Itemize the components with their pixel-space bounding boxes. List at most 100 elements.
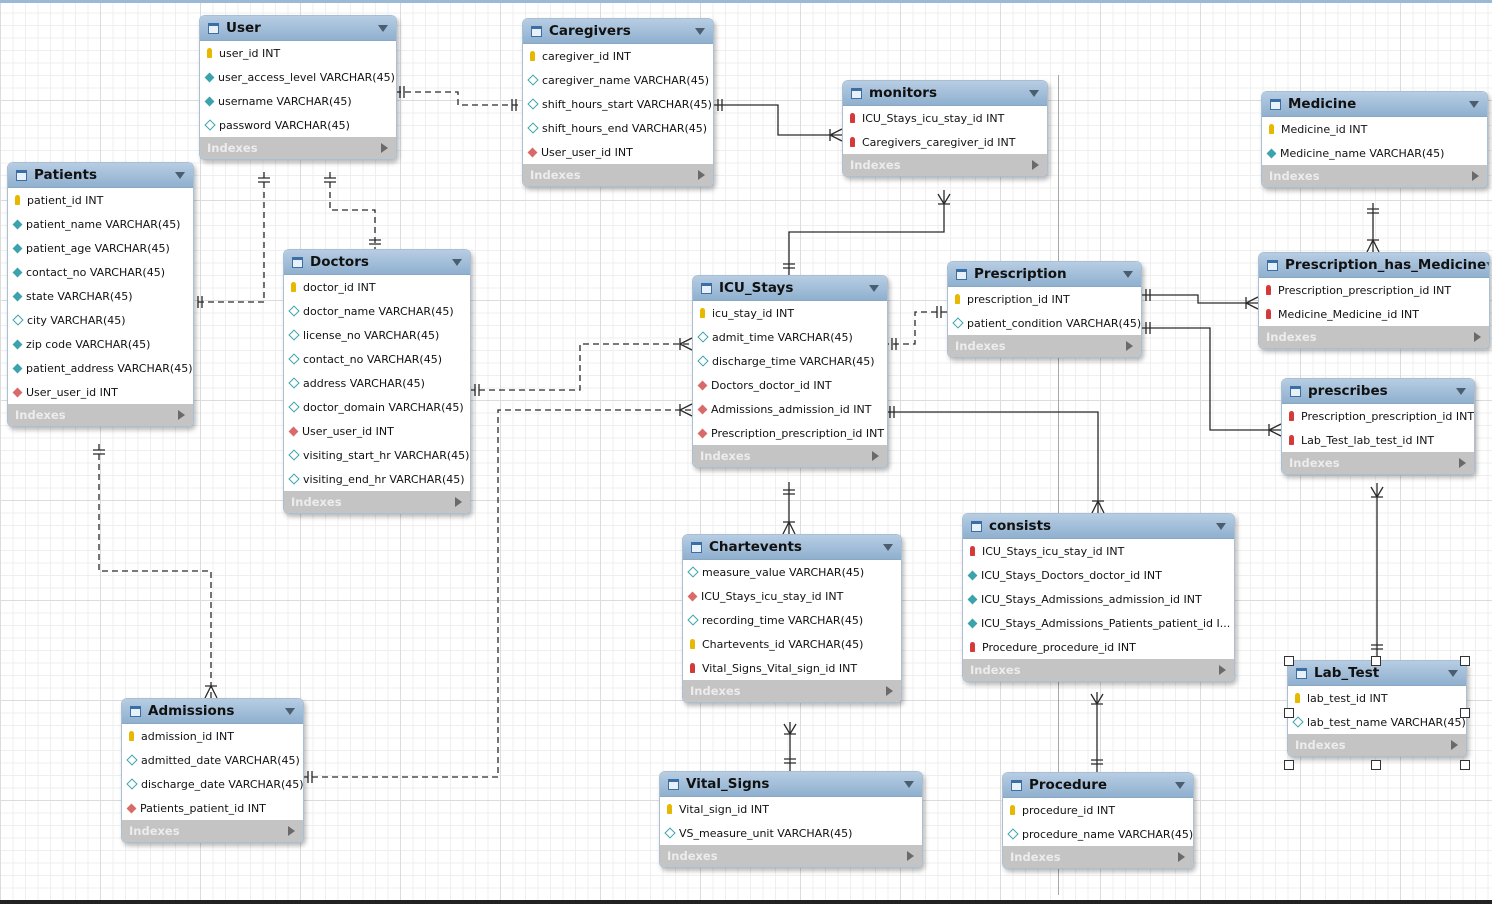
collapse-arrow-icon[interactable] bbox=[1216, 522, 1226, 530]
indexes-section[interactable]: Indexes bbox=[1262, 165, 1487, 187]
expand-arrow-icon[interactable] bbox=[1451, 740, 1458, 750]
collapse-arrow-icon[interactable] bbox=[883, 543, 893, 551]
collapse-arrow-icon[interactable] bbox=[904, 780, 914, 788]
table-header[interactable]: prescribes bbox=[1282, 379, 1474, 404]
collapse-arrow-icon[interactable] bbox=[1448, 669, 1458, 677]
column-row[interactable]: patient_id INT bbox=[8, 188, 193, 212]
indexes-section[interactable]: Indexes bbox=[1259, 326, 1489, 348]
column-row[interactable]: ICU_Stays_icu_stay_id INT bbox=[963, 539, 1234, 563]
column-row[interactable]: shift_hours_start VARCHAR(45) bbox=[523, 92, 713, 116]
indexes-section[interactable]: Indexes bbox=[683, 680, 901, 702]
selection-handle-br[interactable] bbox=[1460, 760, 1470, 770]
column-row[interactable]: Vital_Signs_Vital_sign_id INT bbox=[683, 656, 901, 680]
collapse-arrow-icon[interactable] bbox=[452, 258, 462, 266]
indexes-section[interactable]: Indexes bbox=[1003, 846, 1193, 868]
collapse-arrow-icon[interactable] bbox=[695, 27, 705, 35]
column-row[interactable]: state VARCHAR(45) bbox=[8, 284, 193, 308]
expand-arrow-icon[interactable] bbox=[381, 143, 388, 153]
indexes-section[interactable]: Indexes bbox=[122, 820, 303, 842]
selection-handle-bl[interactable] bbox=[1284, 760, 1294, 770]
column-row[interactable]: discharge_date VARCHAR(45) bbox=[122, 772, 303, 796]
table-header[interactable]: Admissions bbox=[122, 699, 303, 724]
collapse-arrow-icon[interactable] bbox=[1456, 387, 1466, 395]
column-row[interactable]: patient_name VARCHAR(45) bbox=[8, 212, 193, 236]
column-row[interactable]: admitted_date VARCHAR(45) bbox=[122, 748, 303, 772]
indexes-section[interactable]: Indexes bbox=[1282, 452, 1474, 474]
expand-arrow-icon[interactable] bbox=[178, 410, 185, 420]
column-row[interactable]: ICU_Stays_Admissions_Patients_patient_id… bbox=[963, 611, 1234, 635]
column-row[interactable]: admit_time VARCHAR(45) bbox=[693, 325, 887, 349]
column-row[interactable]: caregiver_name VARCHAR(45) bbox=[523, 68, 713, 92]
selection-handle-bm[interactable] bbox=[1371, 760, 1381, 770]
column-row[interactable]: Prescription_prescription_id INT bbox=[1282, 404, 1474, 428]
column-row[interactable]: Doctors_doctor_id INT bbox=[693, 373, 887, 397]
indexes-section[interactable]: Indexes bbox=[200, 137, 396, 159]
column-row[interactable]: User_user_id INT bbox=[8, 380, 193, 404]
column-row[interactable]: User_user_id INT bbox=[523, 140, 713, 164]
column-row[interactable]: doctor_id INT bbox=[284, 275, 470, 299]
column-row[interactable]: doctor_domain VARCHAR(45) bbox=[284, 395, 470, 419]
collapse-arrow-icon[interactable] bbox=[1029, 89, 1039, 97]
table-header[interactable]: Lab_Test bbox=[1288, 661, 1466, 686]
indexes-section[interactable]: Indexes bbox=[843, 154, 1047, 176]
table-header[interactable]: Doctors bbox=[284, 250, 470, 275]
expand-arrow-icon[interactable] bbox=[1126, 341, 1133, 351]
table-header[interactable]: Prescription_has_Medicine bbox=[1259, 253, 1489, 278]
table-header[interactable]: Procedure bbox=[1003, 773, 1193, 798]
column-row[interactable]: prescription_id INT bbox=[948, 287, 1141, 311]
column-row[interactable]: User_user_id INT bbox=[284, 419, 470, 443]
column-row[interactable]: Lab_Test_lab_test_id INT bbox=[1282, 428, 1474, 452]
selection-handle-tr[interactable] bbox=[1460, 656, 1470, 666]
indexes-section[interactable]: Indexes bbox=[284, 491, 470, 513]
column-row[interactable]: admission_id INT bbox=[122, 724, 303, 748]
column-row[interactable]: Prescription_prescription_id INT bbox=[1259, 278, 1489, 302]
expand-arrow-icon[interactable] bbox=[288, 826, 295, 836]
expand-arrow-icon[interactable] bbox=[698, 170, 705, 180]
column-row[interactable]: address VARCHAR(45) bbox=[284, 371, 470, 395]
column-row[interactable]: recording_time VARCHAR(45) bbox=[683, 608, 901, 632]
column-row[interactable]: procedure_name VARCHAR(45) bbox=[1003, 822, 1193, 846]
expand-arrow-icon[interactable] bbox=[1459, 458, 1466, 468]
expand-arrow-icon[interactable] bbox=[455, 497, 462, 507]
column-row[interactable]: ICU_Stays_icu_stay_id INT bbox=[683, 584, 901, 608]
collapse-arrow-icon[interactable] bbox=[869, 284, 879, 292]
expand-arrow-icon[interactable] bbox=[1178, 852, 1185, 862]
indexes-section[interactable]: Indexes bbox=[963, 659, 1234, 681]
column-row[interactable]: lab_test_id INT bbox=[1288, 686, 1466, 710]
column-row[interactable]: patient_age VARCHAR(45) bbox=[8, 236, 193, 260]
collapse-arrow-icon[interactable] bbox=[1123, 270, 1133, 278]
column-row[interactable]: VS_measure_unit VARCHAR(45) bbox=[660, 821, 922, 845]
collapse-arrow-icon[interactable] bbox=[1175, 781, 1185, 789]
table-header[interactable]: Prescription bbox=[948, 262, 1141, 287]
table-header[interactable]: Vital_Signs bbox=[660, 772, 922, 797]
indexes-section[interactable]: Indexes bbox=[8, 404, 193, 426]
column-row[interactable]: doctor_name VARCHAR(45) bbox=[284, 299, 470, 323]
column-row[interactable]: Vital_sign_id INT bbox=[660, 797, 922, 821]
column-row[interactable]: measure_value VARCHAR(45) bbox=[683, 560, 901, 584]
expand-arrow-icon[interactable] bbox=[1474, 332, 1481, 342]
column-row[interactable]: user_access_level VARCHAR(45) bbox=[200, 65, 396, 89]
expand-arrow-icon[interactable] bbox=[886, 686, 893, 696]
column-row[interactable]: Prescription_prescription_id INT bbox=[693, 421, 887, 445]
collapse-arrow-icon[interactable] bbox=[1486, 261, 1489, 269]
column-row[interactable]: ICU_Stays_Admissions_admission_id INT bbox=[963, 587, 1234, 611]
table-header[interactable]: consists bbox=[963, 514, 1234, 539]
column-row[interactable]: ICU_Stays_Doctors_doctor_id INT bbox=[963, 563, 1234, 587]
column-row[interactable]: lab_test_name VARCHAR(45) bbox=[1288, 710, 1466, 734]
column-row[interactable]: user_id INT bbox=[200, 41, 396, 65]
table-header[interactable]: monitors bbox=[843, 81, 1047, 106]
column-row[interactable]: visiting_start_hr VARCHAR(45) bbox=[284, 443, 470, 467]
table-header[interactable]: Patients bbox=[8, 163, 193, 188]
column-row[interactable]: contact_no VARCHAR(45) bbox=[284, 347, 470, 371]
